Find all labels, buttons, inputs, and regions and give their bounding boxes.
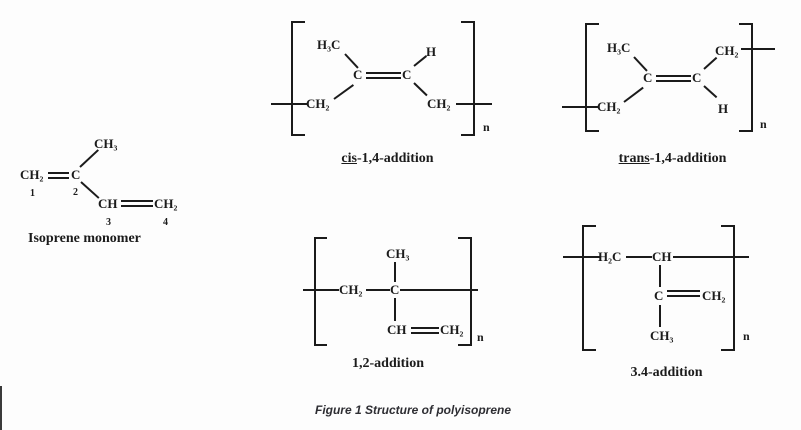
atom-ch: CH — [387, 322, 407, 337]
trans-label-suffix: -1,4-addition — [649, 151, 727, 166]
atom-ch: CH — [652, 249, 672, 264]
bond — [673, 256, 749, 258]
atom-h: H — [426, 44, 437, 59]
double-bond-line — [48, 177, 69, 179]
atom-ch2-right: CH₂ — [154, 196, 178, 211]
bond — [271, 103, 307, 105]
bond — [394, 262, 396, 282]
bond — [562, 106, 598, 108]
atom-c2: C — [71, 167, 81, 182]
bond — [703, 56, 718, 70]
bond — [626, 256, 652, 258]
scan-edge-artifact — [0, 386, 2, 430]
bond — [366, 289, 390, 291]
double-bond-line — [656, 75, 691, 77]
double-bond-line — [667, 290, 700, 292]
atom-h: H — [718, 101, 729, 116]
repeat-subscript-n: n — [483, 120, 490, 134]
bracket-left — [291, 21, 305, 136]
carbon-number-1: 1 — [30, 188, 35, 199]
carbon-number-4: 4 — [163, 217, 168, 228]
bond — [623, 86, 644, 103]
atom-ch2-right: CH₂ — [427, 96, 451, 111]
bond — [703, 85, 718, 99]
double-bond-line — [366, 77, 401, 79]
12-addition-label: 1,2-addition — [352, 356, 424, 371]
repeat-subscript-n: n — [743, 329, 750, 343]
atom-c-left: C — [353, 67, 363, 82]
bracket-left — [314, 237, 327, 346]
atom-ch2-vinyl: CH₂ — [440, 322, 464, 337]
atom-c: C — [654, 288, 664, 303]
bond — [394, 298, 396, 321]
atom-ch: CH — [98, 196, 118, 211]
trans-label-prefix: trans — [618, 151, 650, 166]
bracket-right — [721, 225, 735, 351]
atom-c-left: C — [643, 70, 653, 85]
isoprene-monomer-structure: CH₃ CH₂ C CH CH₂ 1 2 3 4 Isoprene monome… — [10, 135, 220, 250]
carbon-number-3: 3 — [106, 217, 111, 228]
atom-ch3: CH₃ — [94, 136, 118, 151]
bond — [79, 149, 99, 168]
bond — [303, 289, 339, 291]
carbon-number-2: 2 — [73, 187, 78, 198]
bond — [80, 181, 100, 199]
bond — [659, 265, 661, 287]
atom-ch2: CH₂ — [702, 288, 726, 303]
12-addition-structure: CH₂ C CH₃ CH CH₂ n 1,2-addition — [300, 230, 500, 380]
cis-label-suffix: -1,4-addition — [356, 151, 434, 166]
bond — [456, 103, 492, 105]
double-bond-line — [411, 332, 439, 334]
figure-caption: Figure 1 Structure of polyisoprene — [314, 403, 512, 417]
atom-ch2-left: CH₂ — [20, 167, 44, 182]
atom-c-right: C — [402, 67, 412, 82]
double-bond-line — [48, 172, 69, 174]
trans-14-addition-label: trans-1,4-addition — [560, 151, 785, 167]
bracket-right — [461, 21, 475, 136]
bond — [413, 82, 428, 97]
double-bond-line — [411, 327, 439, 329]
cis-14-addition-label: cis-1,4-addition — [270, 151, 505, 167]
bond — [741, 48, 775, 50]
bond — [413, 55, 428, 67]
bracket-right — [739, 23, 753, 132]
atom-ch2-left: CH₂ — [306, 96, 330, 111]
atom-ch2: CH₂ — [339, 282, 363, 297]
double-bond-line — [121, 205, 153, 207]
isoprene-monomer-label: Isoprene monomer — [28, 231, 141, 246]
atom-c-right: C — [692, 70, 702, 85]
double-bond-line — [656, 80, 691, 82]
bond — [563, 256, 600, 258]
bond — [659, 305, 661, 327]
double-bond-line — [366, 72, 401, 74]
atom-ch3: CH₃ — [650, 328, 674, 343]
bracket-left — [585, 23, 599, 132]
atom-c: C — [390, 282, 400, 297]
atom-h3c: H₃C — [317, 37, 341, 52]
trans-14-addition-structure: CH₂ H₃C C C CH₂ H n trans-1,4-addition — [560, 15, 800, 175]
cis-14-addition-structure: CH₂ H₃C C C H CH₂ n cis-1,4-addition — [270, 15, 505, 175]
34-addition-structure: H₂C CH C CH₂ CH₃ n 3.4-addition — [555, 218, 780, 383]
double-bond-line — [121, 200, 153, 202]
bond — [400, 289, 478, 291]
repeat-subscript-n: n — [760, 117, 767, 131]
34-addition-label: 3.4-addition — [630, 365, 703, 380]
atom-ch2-top: CH₂ — [715, 43, 739, 58]
bond — [333, 84, 355, 100]
cis-label-prefix: cis — [341, 151, 357, 166]
repeat-subscript-n: n — [477, 330, 484, 344]
double-bond-line — [667, 295, 700, 297]
atom-h3c: H₃C — [607, 40, 631, 55]
bracket-right — [458, 237, 472, 346]
atom-ch2-left: CH₂ — [597, 99, 621, 114]
atom-ch3: CH₃ — [386, 246, 410, 261]
atom-h2c: H₂C — [598, 249, 622, 264]
bracket-left — [582, 225, 596, 351]
